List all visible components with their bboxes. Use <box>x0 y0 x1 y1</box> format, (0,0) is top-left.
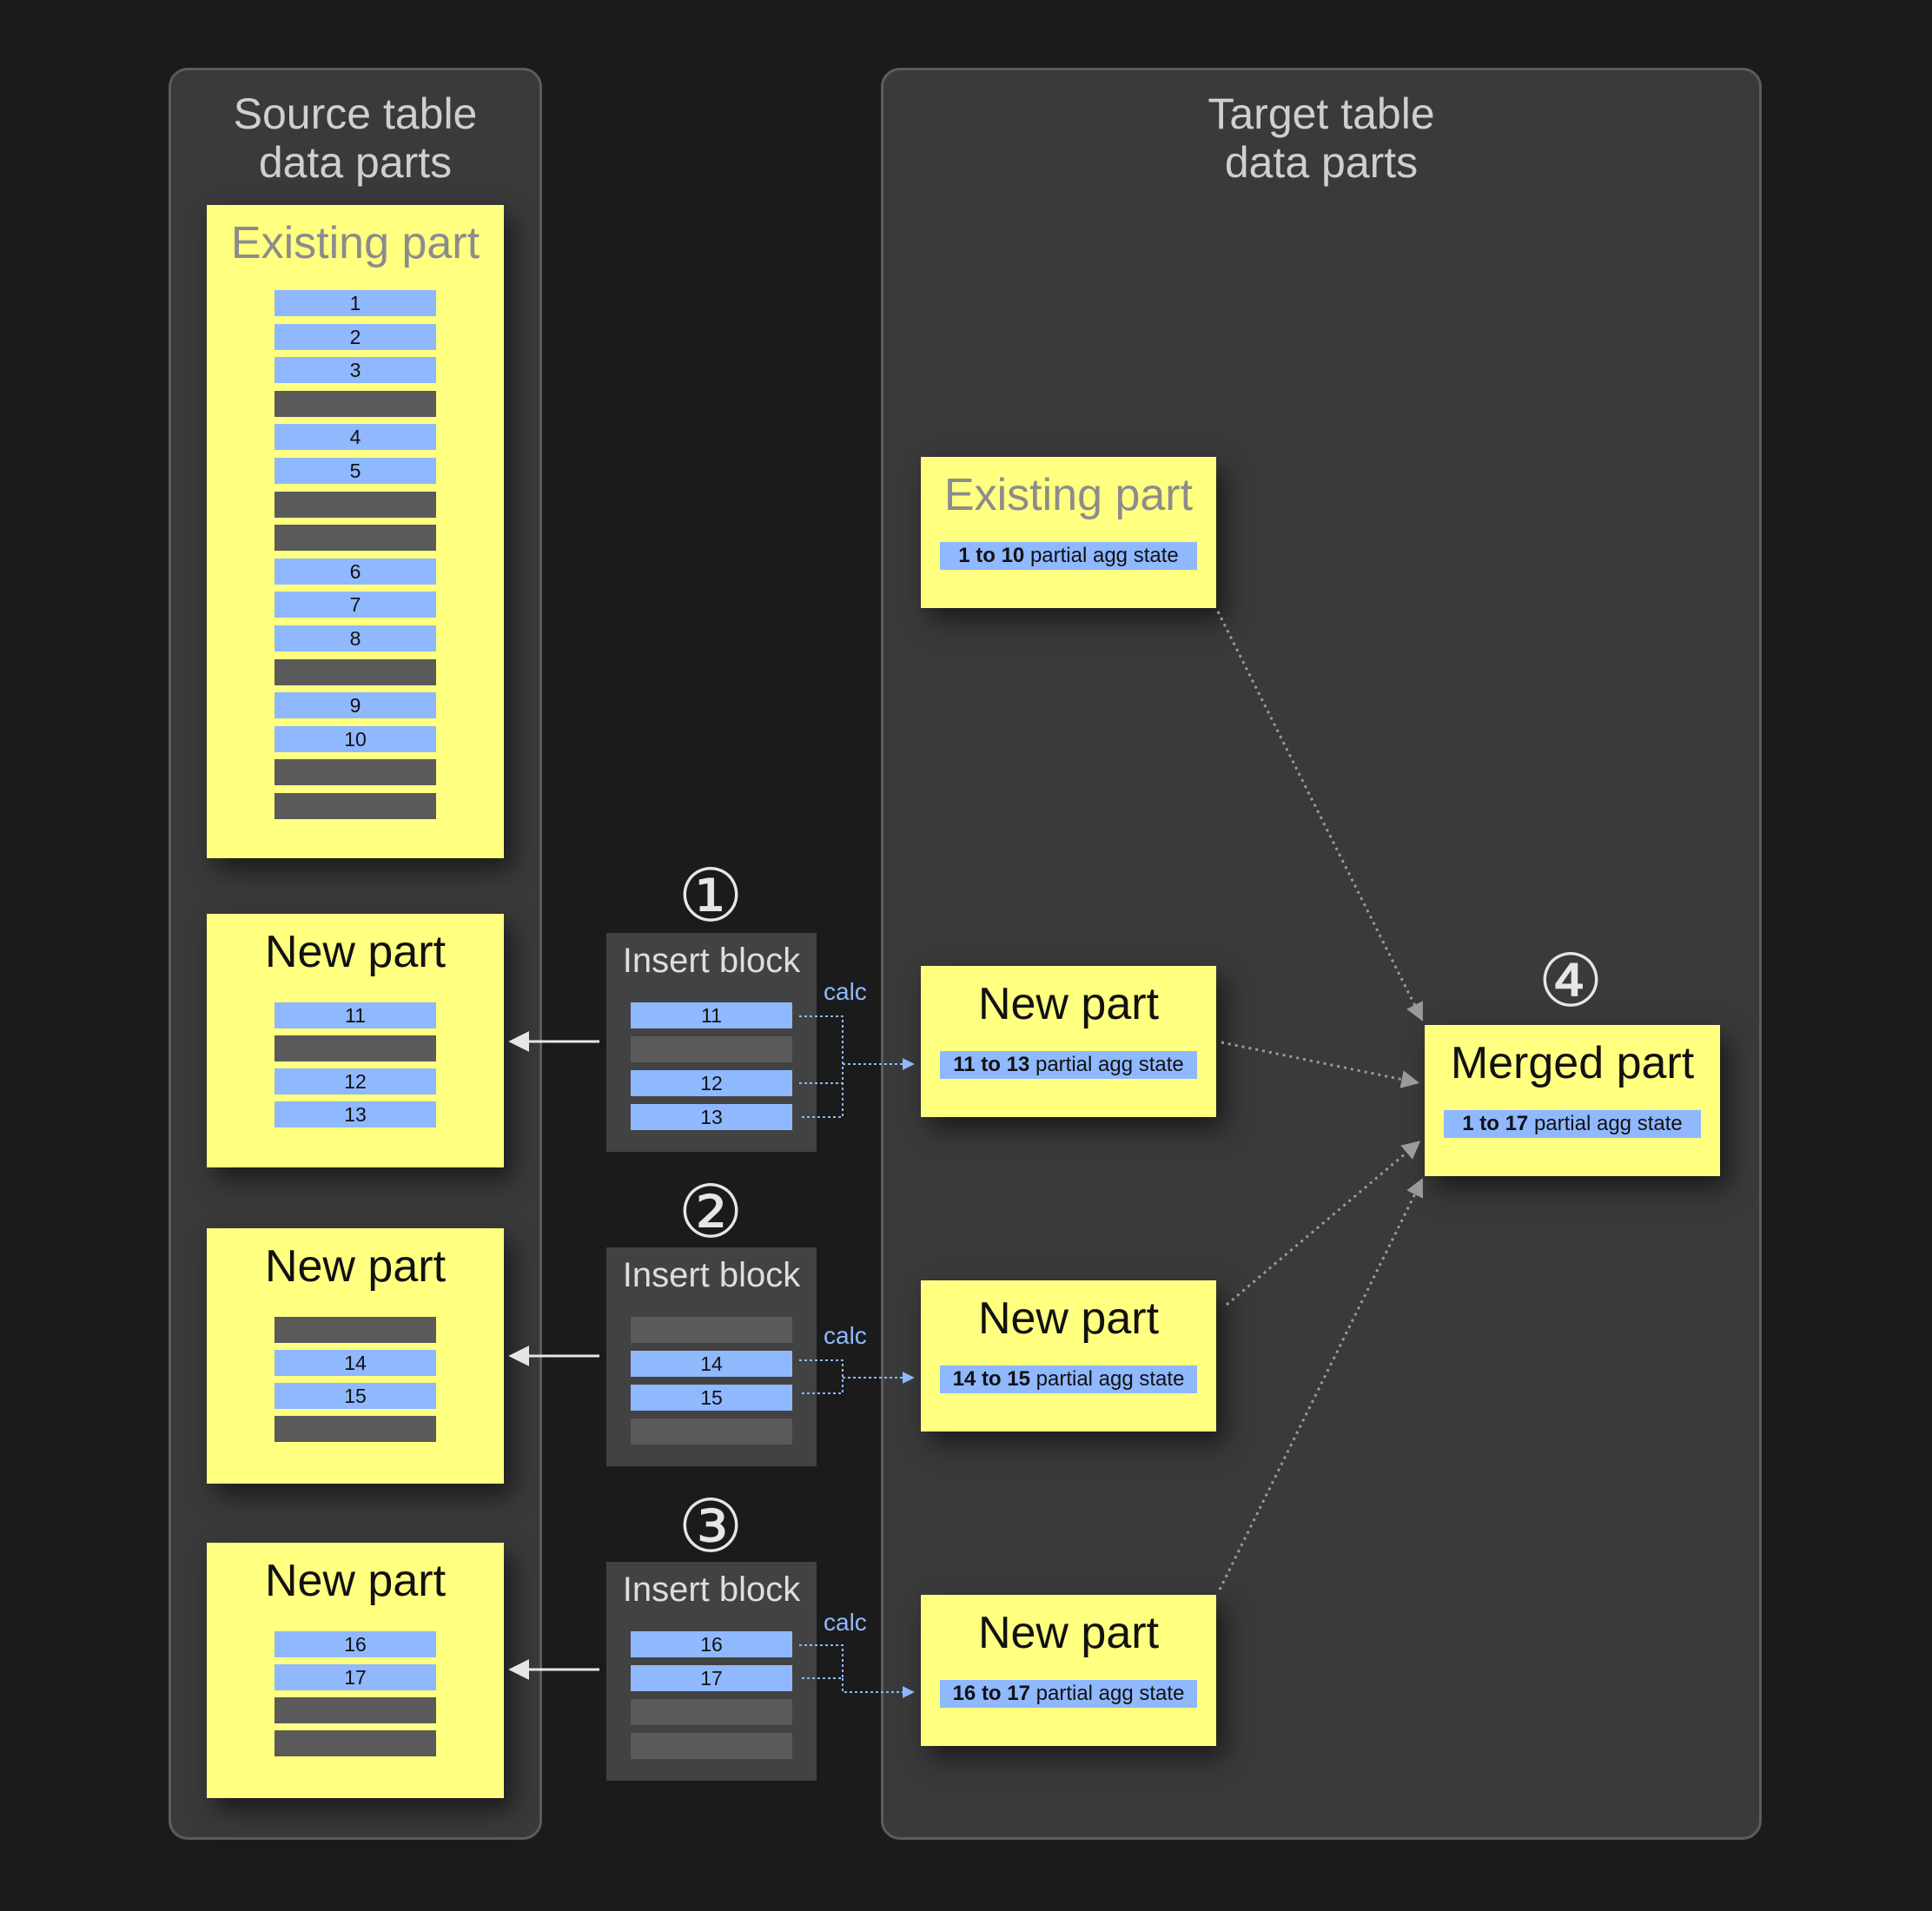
target-new-part-title: New part <box>977 979 1160 1029</box>
step-3-marker: ③ <box>678 1485 744 1567</box>
empty-row <box>275 1317 436 1343</box>
source-existing-part-title: Existing part <box>230 218 480 268</box>
data-row: 16 <box>631 1631 792 1657</box>
data-row: 4 <box>275 424 436 451</box>
calc-connector-3 <box>799 1644 915 1698</box>
source-new-part-title: New part <box>264 927 447 977</box>
target-table-panel: Target table data parts <box>881 68 1762 1840</box>
insert-block-title: Insert block <box>622 1256 801 1294</box>
data-row: 17 <box>275 1664 436 1690</box>
agg-state-label: 16 to 17 partial agg state <box>940 1680 1197 1708</box>
merge-arrows <box>1216 611 1423 1590</box>
data-row: 13 <box>275 1101 436 1127</box>
insert-block-3: Insert block 16 17 <box>606 1562 817 1781</box>
source-new-part-2: New part 14 15 <box>207 1228 504 1484</box>
source-new-part-3: New part 16 17 <box>207 1543 504 1798</box>
data-row: 12 <box>631 1070 792 1096</box>
target-table-title: Target table data parts <box>1208 89 1435 187</box>
data-row: 5 <box>275 458 436 484</box>
source-new-part-title: New part <box>264 1556 447 1606</box>
step-4-marker: ④ <box>1538 940 1604 1022</box>
data-row: 3 <box>275 357 436 384</box>
target-existing-part: Existing part 1 to 10 partial agg state <box>921 457 1216 608</box>
empty-row <box>631 1036 792 1062</box>
agg-state-label: 11 to 13 partial agg state <box>940 1051 1197 1079</box>
calc-label-3: calc <box>824 1609 867 1636</box>
empty-row <box>275 390 436 417</box>
data-row: 7 <box>275 592 436 618</box>
merged-part: Merged part 1 to 17 partial agg state <box>1425 1025 1720 1176</box>
data-row: 8 <box>275 625 436 651</box>
target-new-part-title: New part <box>977 1293 1160 1344</box>
data-row: 16 <box>275 1631 436 1657</box>
source-new-part-1: New part 11 12 13 <box>207 914 504 1167</box>
empty-row <box>631 1733 792 1759</box>
insert-block-title: Insert block <box>622 942 801 980</box>
data-row: 11 <box>275 1002 436 1028</box>
target-new-part-1: New part 11 to 13 partial agg state <box>921 966 1216 1117</box>
empty-row <box>631 1317 792 1343</box>
data-row: 14 <box>275 1350 436 1376</box>
empty-row <box>631 1418 792 1445</box>
insert-block-title: Insert block <box>622 1570 801 1609</box>
empty-row <box>275 759 436 786</box>
empty-row <box>275 491 436 518</box>
target-new-part-2: New part 14 to 15 partial agg state <box>921 1280 1216 1432</box>
data-row: 6 <box>275 558 436 585</box>
calc-connector-1 <box>799 1015 915 1118</box>
data-row: 17 <box>631 1665 792 1691</box>
data-row: 10 <box>275 725 436 752</box>
source-existing-part: Existing part 1 2 3 4 5 6 7 8 9 10 <box>207 205 504 858</box>
target-new-part-title: New part <box>977 1608 1160 1658</box>
agg-state-label: 1 to 10 partial agg state <box>940 542 1197 570</box>
data-row: 15 <box>631 1385 792 1411</box>
source-table-title: Source table data parts <box>233 89 478 187</box>
step-1-marker: ① <box>678 855 744 936</box>
target-new-part-3: New part 16 to 17 partial agg state <box>921 1595 1216 1746</box>
empty-row <box>275 793 436 819</box>
empty-row <box>275 1730 436 1756</box>
data-row: 9 <box>275 692 436 719</box>
calc-label-2: calc <box>824 1322 867 1349</box>
insert-block-1: Insert block 11 12 13 <box>606 933 817 1152</box>
data-row: 12 <box>275 1068 436 1094</box>
step-2-marker: ② <box>678 1171 744 1253</box>
empty-row <box>631 1699 792 1725</box>
insert-block-2: Insert block 14 15 <box>606 1247 817 1466</box>
empty-row <box>275 1416 436 1442</box>
empty-row <box>275 1697 436 1723</box>
empty-row <box>275 1035 436 1061</box>
empty-row <box>275 525 436 552</box>
empty-row <box>275 658 436 685</box>
data-row: 2 <box>275 323 436 350</box>
source-new-part-title: New part <box>264 1241 447 1292</box>
target-existing-part-title: Existing part <box>943 470 1194 520</box>
merged-part-title: Merged part <box>1450 1038 1695 1088</box>
data-row: 11 <box>631 1002 792 1028</box>
data-row: 14 <box>631 1351 792 1377</box>
calc-connector-2 <box>799 1359 915 1394</box>
data-row: 13 <box>631 1104 792 1130</box>
calc-label-1: calc <box>824 978 867 1005</box>
agg-state-label: 14 to 15 partial agg state <box>940 1365 1197 1393</box>
data-row: 15 <box>275 1383 436 1409</box>
data-row: 1 <box>275 290 436 316</box>
agg-state-label: 1 to 17 partial agg state <box>1444 1110 1701 1138</box>
